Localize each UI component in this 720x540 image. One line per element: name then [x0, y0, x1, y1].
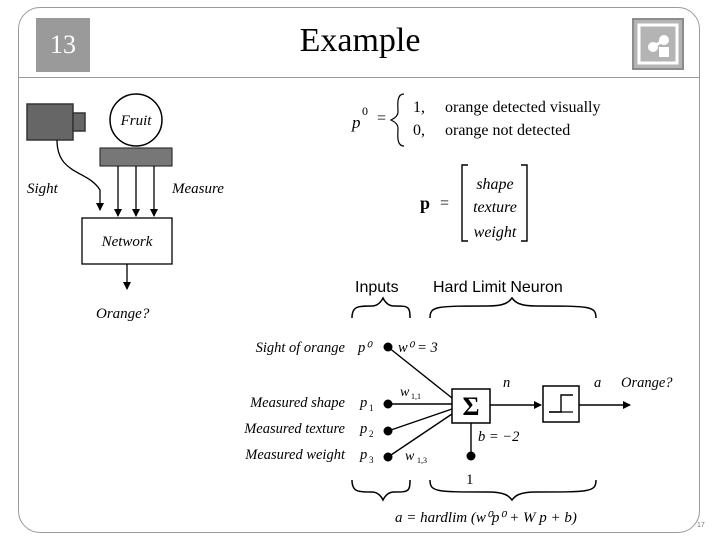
p0-case1-value: 1, — [413, 99, 425, 116]
weight-connections — [387, 346, 453, 458]
p-vector: p = shape texture weight — [420, 164, 528, 242]
fruit-node: Fruit — [109, 93, 163, 147]
neuron-top-brace — [429, 296, 597, 319]
p2-input-subscript: 2 — [369, 429, 374, 439]
input-label-sight: Sight of orange — [256, 340, 346, 356]
p0-case-brace — [389, 93, 405, 147]
measure-arrows — [114, 166, 158, 217]
hardlim-transfer-icon — [542, 385, 580, 423]
bias-input-node — [466, 451, 476, 461]
p0-definition: p 0 = 1, orange detected visually 0, ora… — [351, 93, 601, 147]
w11-weight-label: w — [400, 385, 410, 400]
p-vector-symbol: p — [420, 193, 430, 213]
neuron-bottom-brace — [429, 479, 597, 502]
hardlim-equation: a = hardlim (w⁰p⁰ + W p + b) — [395, 510, 577, 526]
camera-icon — [26, 103, 86, 141]
inputs-header: Inputs — [355, 279, 399, 296]
w11-weight-subscript: 1,1 — [411, 392, 421, 401]
input-label-texture: Measured texture — [243, 421, 345, 437]
p0-case2-value: 0, — [413, 122, 425, 139]
summation-node: Σ — [451, 388, 491, 424]
connection-p0 — [387, 346, 453, 399]
bias-label: b = −2 — [478, 429, 519, 445]
measure-label: Measure — [171, 181, 224, 197]
p3-input-symbol: p — [359, 447, 367, 463]
p-vector-entry-shape: shape — [476, 176, 513, 193]
neuron-output-label: Orange? — [621, 375, 673, 391]
p0-case2-text: orange not detected — [445, 122, 570, 139]
p0-input-symbol: p⁰ — [357, 340, 373, 356]
neuron-diagram: Inputs Hard Limit Neuron Sight of orange… — [243, 279, 673, 526]
p0-case1-text: orange detected visually — [445, 99, 601, 116]
measure-platform — [99, 147, 173, 167]
connection-p2 — [387, 408, 453, 432]
connection-p3 — [387, 413, 453, 458]
p2-input-symbol: p — [359, 421, 367, 437]
inputs-top-brace — [351, 296, 411, 319]
p-vector-left-bracket — [461, 164, 468, 242]
p1-input-subscript: 1 — [369, 403, 374, 413]
network-label: Network — [101, 234, 153, 250]
slide-number: 13 — [36, 18, 90, 72]
input-label-weight: Measured weight — [244, 447, 346, 463]
p3-input-subscript: 3 — [369, 455, 374, 465]
p-vector-right-bracket — [521, 164, 528, 242]
input-nodes — [383, 342, 393, 462]
w13-weight-subscript: 1,3 — [417, 456, 427, 465]
p0-superscript: 0 — [362, 104, 368, 118]
w13-weight-label: w — [405, 449, 415, 464]
input-label-shape: Measured shape — [249, 395, 345, 411]
presentation-logo-icon — [632, 18, 684, 70]
output-a-label: a — [594, 375, 601, 391]
page-number: 17 — [697, 522, 705, 529]
logo-glyph-icon — [637, 23, 679, 65]
header-divider — [18, 77, 700, 78]
inputs-bottom-brace — [351, 479, 411, 502]
p-vector-entry-weight: weight — [474, 224, 517, 241]
p-vector-equals: = — [440, 195, 449, 212]
slide-title: Example — [299, 22, 421, 59]
sight-label: Sight — [27, 181, 59, 197]
p0-symbol: p — [351, 113, 361, 132]
hard-limit-neuron-header: Hard Limit Neuron — [433, 279, 563, 296]
w0-weight-label: w⁰ = 3 — [398, 340, 438, 356]
orange-question-label: Orange? — [96, 306, 150, 322]
net-input-label: n — [503, 375, 510, 391]
fruit-label: Fruit — [120, 113, 153, 129]
sum-symbol: Σ — [463, 392, 480, 421]
p-vector-entry-texture: texture — [473, 199, 517, 216]
sight-connector — [56, 139, 104, 211]
p1-input-symbol: p — [359, 395, 367, 411]
bias-input-value: 1 — [466, 472, 474, 488]
network-box: Network — [81, 217, 173, 265]
p0-equals: = — [377, 110, 386, 127]
